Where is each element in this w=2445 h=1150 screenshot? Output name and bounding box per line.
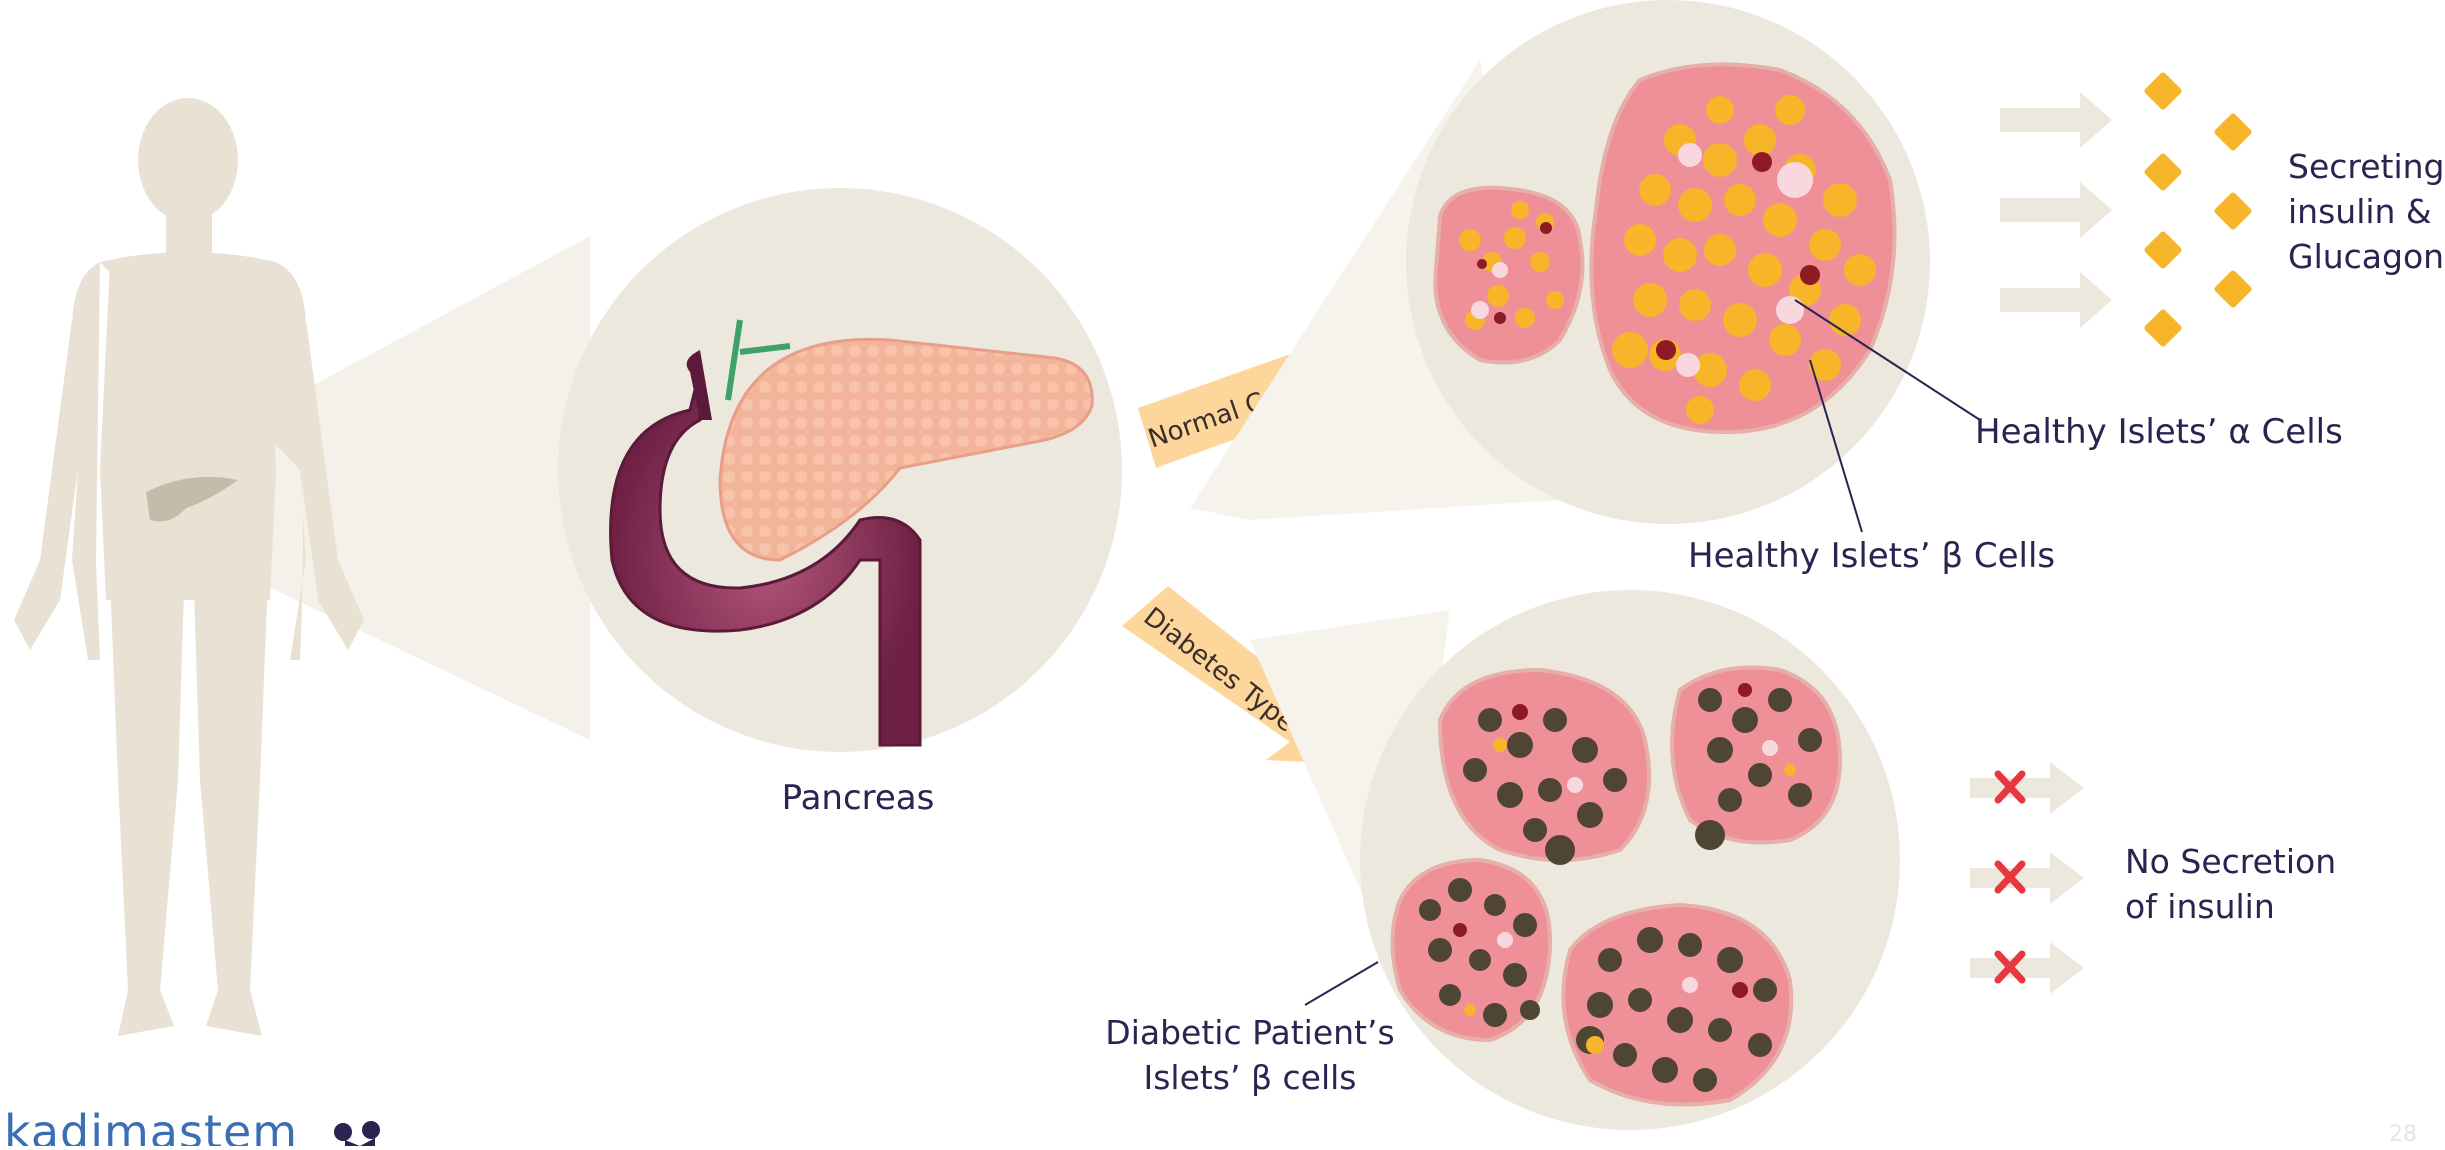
secretion-arrows <box>2000 92 2112 328</box>
no-secretion-label-line1: No Secretion <box>2125 839 2336 884</box>
beta-cells-label: Healthy Islets’ β Cells <box>1688 534 2055 578</box>
hormone-diamonds <box>2143 71 2253 348</box>
secreting-label-line1: Secreting <box>2288 144 2445 189</box>
secreting-label-line3: Glucagon <box>2288 234 2444 279</box>
diabetic-cells-leader <box>1305 962 1378 1005</box>
healthy-islet-small <box>1435 188 1582 363</box>
no-secretion-arrows <box>1970 762 2084 994</box>
logo-text: kadimastem <box>4 1102 298 1146</box>
slide-number: 28 <box>2389 1122 2417 1147</box>
logo-mark-icon <box>334 1121 380 1146</box>
diabetic-cells-label-line2: Islets’ β cells <box>1080 1055 1420 1100</box>
pancreas-label: Pancreas <box>768 776 948 820</box>
alpha-cells-label: Healthy Islets’ α Cells <box>1975 410 2343 454</box>
no-secretion-label-line2: of insulin <box>2125 884 2275 929</box>
secreting-label-line2: insulin & <box>2288 189 2432 234</box>
kadimastem-logo: kadimastem <box>4 1102 298 1146</box>
diabetic-cells-label-line1: Diabetic Patient’s <box>1080 1010 1420 1055</box>
